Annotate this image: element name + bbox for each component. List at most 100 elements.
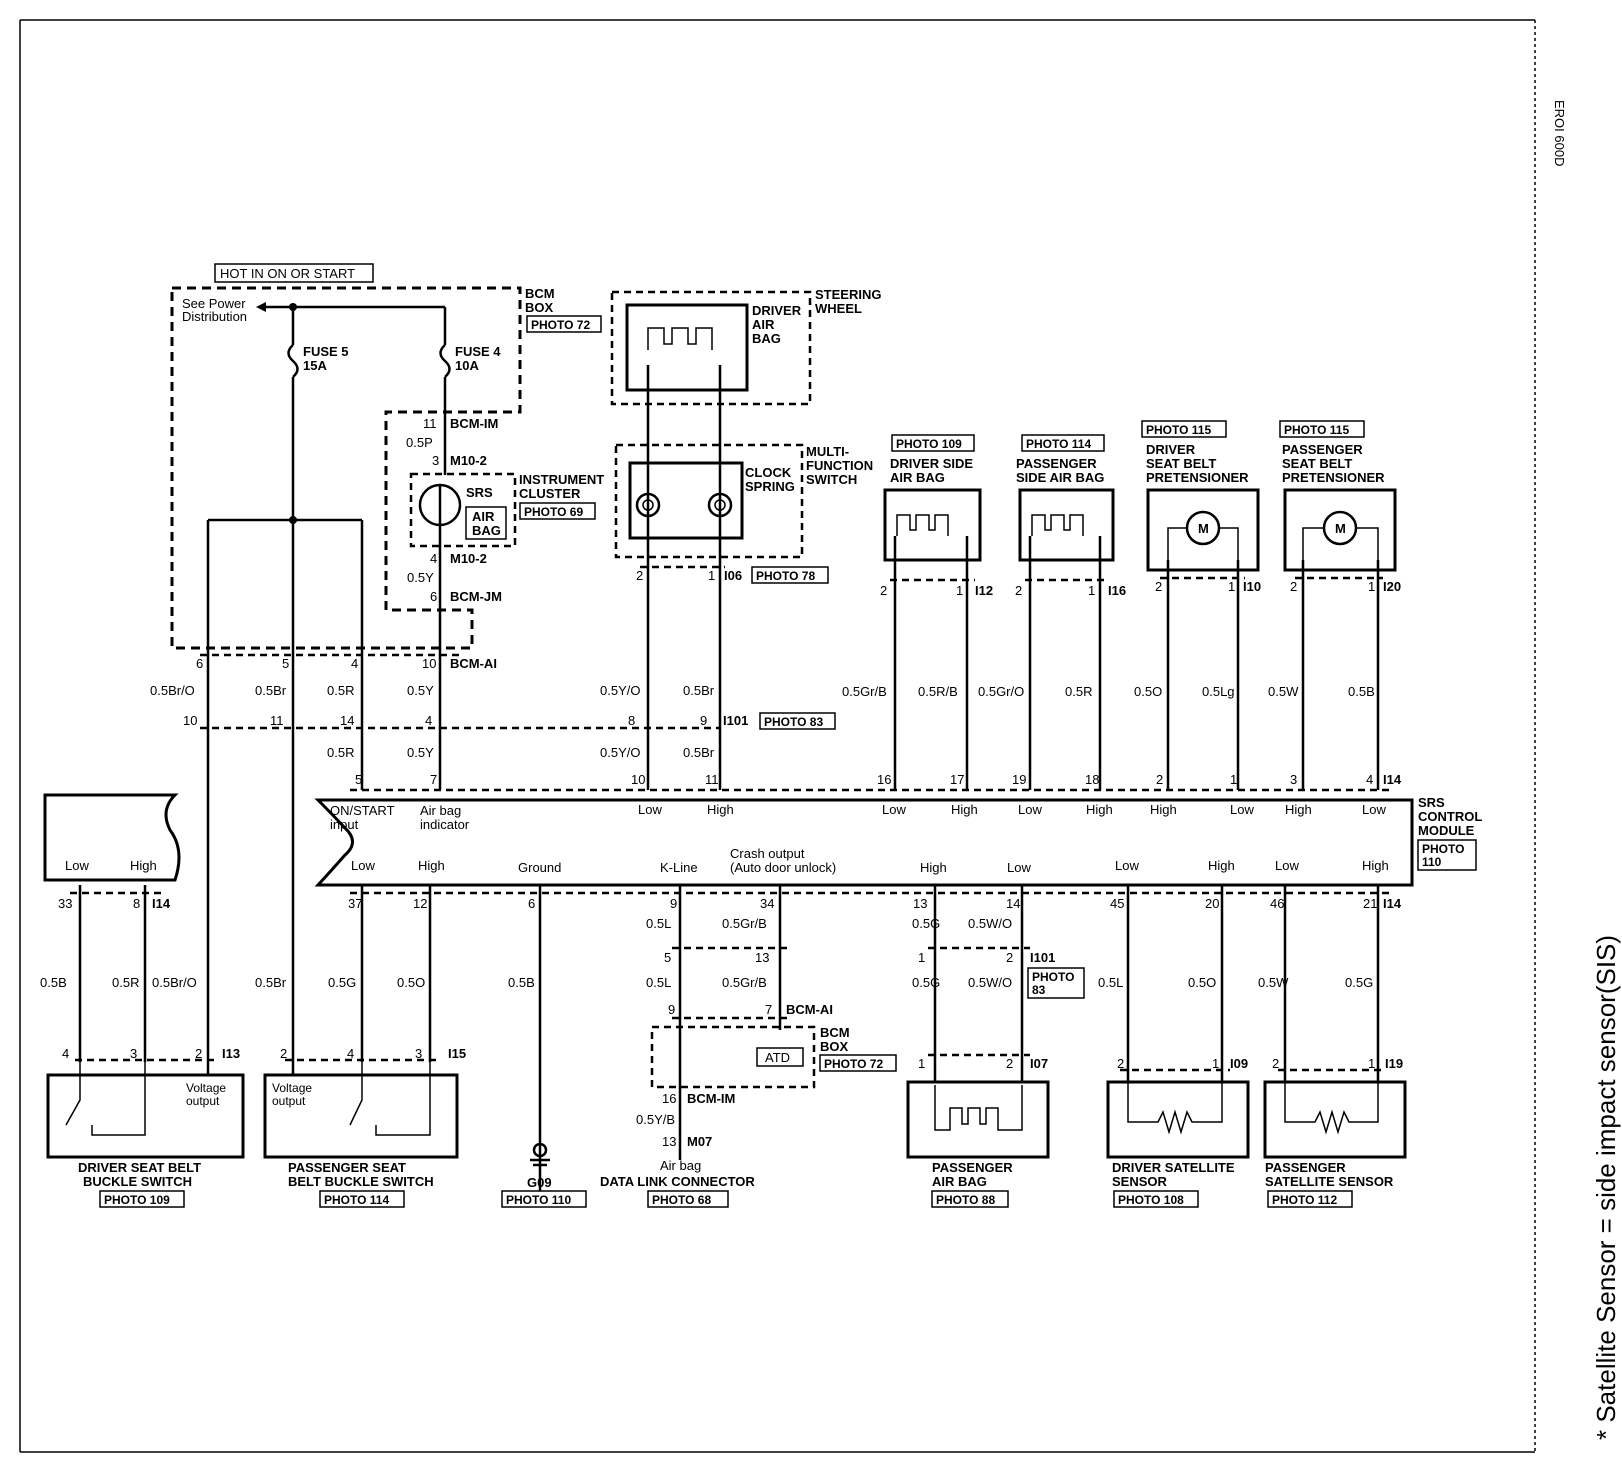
module-bot-label-low-4: Low (1275, 858, 1299, 873)
wire-label-sat-o: 0.5O (1188, 975, 1216, 990)
pas-sidebag-box (1018, 488, 1115, 562)
airbag-indicator-label: Air bag (420, 803, 461, 818)
bcm-ai-pin-6: 6 (196, 656, 203, 671)
clock-spring-label: CLOCK (745, 465, 792, 480)
pas-buckle-photo: PHOTO 114 (324, 1193, 389, 1207)
dlc-pin-13-m07: 13 (662, 1134, 676, 1149)
passenger-buckle-switch-box (263, 1073, 459, 1159)
cluster-conn-jm: BCM-JM (450, 589, 502, 604)
i12-pin-2: 2 (880, 583, 887, 598)
atd-label: ATD (765, 1050, 790, 1065)
pas-pret-label-3: PRETENSIONER (1282, 470, 1385, 485)
module-bot-label-high-4: High (1362, 858, 1389, 873)
pas-sidebag-icon (1031, 514, 1084, 536)
i19-conn: I19 (1385, 1056, 1403, 1071)
srs-module-photo-2: 110 (1422, 855, 1442, 869)
i07-conn: I07 (1030, 1056, 1048, 1071)
pas-buckle-name: PASSENGER SEAT (288, 1160, 406, 1175)
i20-conn: I20 (1383, 579, 1401, 594)
i19-pin-1: 1 (1368, 1056, 1375, 1071)
fuse5-rating: 15A (303, 358, 327, 373)
module-pin-34: 34 (760, 896, 774, 911)
i13-pin-4: 4 (62, 1046, 69, 1061)
dlc-name-2: DATA LINK CONNECTOR (600, 1174, 755, 1189)
wire-label-pas-r: 0.5R (1065, 684, 1092, 699)
cluster-wire-top: 0.5P (406, 435, 433, 450)
module-bot-label-kline: K-Line (660, 860, 698, 875)
bcm-ai-pin-5: 5 (282, 656, 289, 671)
i10-pin-2: 2 (1155, 579, 1162, 594)
drv-sidebag-label-2: AIR BAG (890, 470, 945, 485)
drv-sidebag-label: DRIVER SIDE (890, 456, 973, 471)
srs-module-photo-box (1417, 839, 1477, 871)
drv-pret-photo-box (1141, 420, 1227, 438)
pas-pret-photo: PHOTO 115 (1284, 423, 1349, 437)
bcm-photo: PHOTO 72 (531, 318, 590, 332)
module-bot-label-low-3: Low (1115, 858, 1139, 873)
srs-label: SRS (466, 485, 493, 500)
pas-bag-pin-2: 2 (1006, 950, 1013, 965)
wire-label-clock-br: 0.5Br (683, 683, 715, 698)
drv-sat-name: DRIVER SATELLITE (1112, 1160, 1235, 1175)
module-pin-5: 5 (355, 772, 362, 787)
module-top-label-high-4: High (1150, 802, 1177, 817)
wire-label-br: 0.5Br (255, 683, 287, 698)
steering-title-2: WHEEL (815, 301, 862, 316)
i10-pin-1: 1 (1228, 579, 1235, 594)
i06-photo-box (751, 566, 829, 584)
pas-sidebag-label: PASSENGER (1016, 456, 1097, 471)
drv-buckle-name-2: BUCKLE SWITCH (83, 1174, 192, 1189)
i10-conn: I10 (1243, 579, 1261, 594)
i01-pin-4: 4 (425, 713, 432, 728)
cluster-title: INSTRUMENT (519, 472, 604, 487)
crash-output-label: Crash output (730, 846, 805, 861)
wire-label-y-low: 0.5Y (407, 745, 434, 760)
srs-module-title-2: CONTROL (1418, 809, 1482, 824)
airbag-lamp-label: AIR (472, 509, 495, 524)
cluster-conn-m1: M10-2 (450, 453, 487, 468)
module-pin-3: 3 (1290, 772, 1297, 787)
wire-label-r-low: 0.5R (327, 745, 354, 760)
atd-box (756, 1047, 804, 1067)
i06-pin-2: 2 (636, 568, 643, 583)
bcm-ai-pin-10: 10 (422, 656, 436, 671)
fuse5-icon (287, 344, 299, 378)
dlc-bcm-label-2: BOX (820, 1039, 849, 1054)
pas-bag-mid-photo: PHOTO (1032, 970, 1074, 984)
left-conn-i14: I14 (152, 896, 171, 911)
left-module-label-high: High (130, 858, 157, 873)
passenger-buckle-switch-icon (349, 1062, 431, 1136)
i15-pin-2: 2 (280, 1046, 287, 1061)
i09-pin-2: 2 (1117, 1056, 1124, 1071)
left-pin-33: 33 (58, 896, 72, 911)
wire-label-ground-b: 0.5B (508, 975, 535, 990)
cluster-conn-m2: M10-2 (450, 551, 487, 566)
module-pin-17: 17 (950, 772, 964, 787)
cluster-title-2: CLUSTER (519, 486, 581, 501)
dlc-photo: PHOTO 68 (652, 1193, 711, 1207)
wire-label-grb-mid: 0.5Gr/B (722, 975, 767, 990)
fuse4-icon (439, 344, 451, 378)
dlc-bcm-photo-box (819, 1054, 897, 1072)
mf-switch-label-3: SWITCH (806, 472, 857, 487)
bcm-box-outline (170, 286, 522, 650)
pas-buckle-name-2: BELT BUCKLE SWITCH (288, 1174, 434, 1189)
fuse5-label: FUSE 5 (303, 344, 349, 359)
cluster-pin-top: 11 (423, 416, 437, 431)
left-pin-8: 8 (133, 896, 140, 911)
module-pin-4: 4 (1366, 772, 1373, 787)
cluster-wire-bot: 0.5Y (407, 570, 434, 585)
passenger-airbag-box (906, 1080, 1050, 1159)
bcm-ai-pin-4: 4 (351, 656, 358, 671)
wire-label-sat-g: 0.5G (1345, 975, 1373, 990)
i01-pin-8: 8 (628, 713, 635, 728)
dlc-pin-13: 13 (755, 950, 769, 965)
wire-label-r: 0.5R (327, 683, 354, 698)
wire-label-left-r: 0.5R (112, 975, 139, 990)
satellite-note: * Satellite Sensor = side impact sensor(… (1591, 935, 1621, 1440)
module-pin-9: 9 (670, 896, 677, 911)
wire-label-yo-low: 0.5Y/O (600, 745, 640, 760)
drv-buckle-photo: PHOTO 109 (104, 1193, 170, 1207)
pas-bag-mid-photo-2: 83 (1032, 983, 1046, 997)
